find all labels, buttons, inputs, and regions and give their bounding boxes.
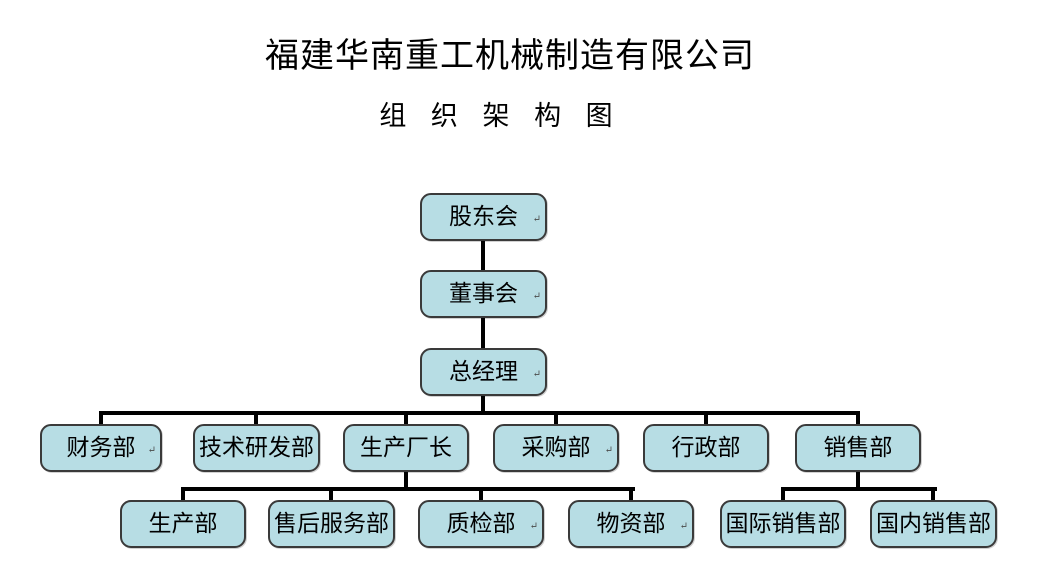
chart-subtitle: 组 织 架 构 图 [379,101,621,132]
org-node-shareholders[interactable]: 股东会 ↵ [420,193,547,241]
org-node-production-director[interactable]: 生产厂长 [343,424,469,472]
org-node-label: 行政部 [671,434,741,461]
org-node-after-sales[interactable]: 售后服务部 [268,500,395,548]
connector-drop-materials [629,487,633,502]
connector-bus-sales [781,487,937,491]
org-node-gm[interactable]: 总经理 ↵ [420,348,547,396]
paragraph-mark-icon: ↵ [532,214,541,225]
org-node-label: 销售部 [823,434,893,461]
org-node-label: 国际销售部 [725,510,841,537]
org-node-domestic-sales[interactable]: 国内销售部 [870,500,997,548]
connector-drop-sales [856,411,860,426]
paragraph-mark-icon: ↵ [532,291,541,302]
connector-drop-purchasing [554,411,558,426]
connector-drop-intl-sales [781,487,785,502]
org-node-qc[interactable]: 质检部 ↵ [418,500,544,548]
org-node-label: 售后服务部 [274,510,389,537]
connector-drop-qc [479,487,483,502]
org-node-label: 生产厂长 [360,434,452,461]
org-node-label: 总经理 [449,358,518,385]
paragraph-mark-icon: ↵ [604,445,613,456]
paragraph-mark-icon: ↵ [679,521,688,532]
org-node-label: 财务部 [66,434,136,461]
org-node-admin[interactable]: 行政部 [643,424,769,472]
connector-shareholders-board [481,241,485,272]
connector-drop-after-sales [329,487,333,502]
org-node-label: 质检部 [446,510,516,537]
org-node-rd[interactable]: 技术研发部 [193,424,320,472]
connector-board-gm [481,318,485,350]
org-node-intl-sales[interactable]: 国际销售部 [720,500,846,548]
connector-drop-domestic-sales [931,487,935,502]
org-node-label: 国内销售部 [876,510,991,537]
org-node-materials[interactable]: 物资部 ↵ [568,500,694,548]
connector-bus-production [181,487,635,491]
org-node-label: 采购部 [521,434,591,461]
org-node-label: 股东会 [449,203,518,230]
org-node-purchasing[interactable]: 采购部 ↵ [493,424,619,472]
paragraph-mark-icon: ↵ [532,369,541,380]
company-title: 福建华南重工机械制造有限公司 [265,36,755,76]
org-node-production[interactable]: 生产部 [120,500,246,548]
org-node-label: 董事会 [449,280,518,307]
org-node-label: 物资部 [596,510,666,537]
paragraph-mark-icon: ↵ [147,445,156,456]
connector-drop-finance [99,411,103,426]
org-node-label: 生产部 [148,510,218,537]
connector-production-director-bus [404,470,408,489]
org-node-label: 技术研发部 [199,434,314,461]
connector-drop-admin [704,411,708,426]
connector-bus-level2 [99,411,860,415]
connector-gm-bus [481,394,485,415]
org-node-finance[interactable]: 财务部 ↵ [40,424,162,472]
org-node-sales[interactable]: 销售部 [795,424,921,472]
connector-sales-bus [856,470,860,489]
connector-drop-rd [254,411,258,426]
paragraph-mark-icon: ↵ [529,521,538,532]
connector-drop-production [181,487,185,502]
org-node-board[interactable]: 董事会 ↵ [420,270,547,318]
connector-drop-production-director [404,411,408,426]
